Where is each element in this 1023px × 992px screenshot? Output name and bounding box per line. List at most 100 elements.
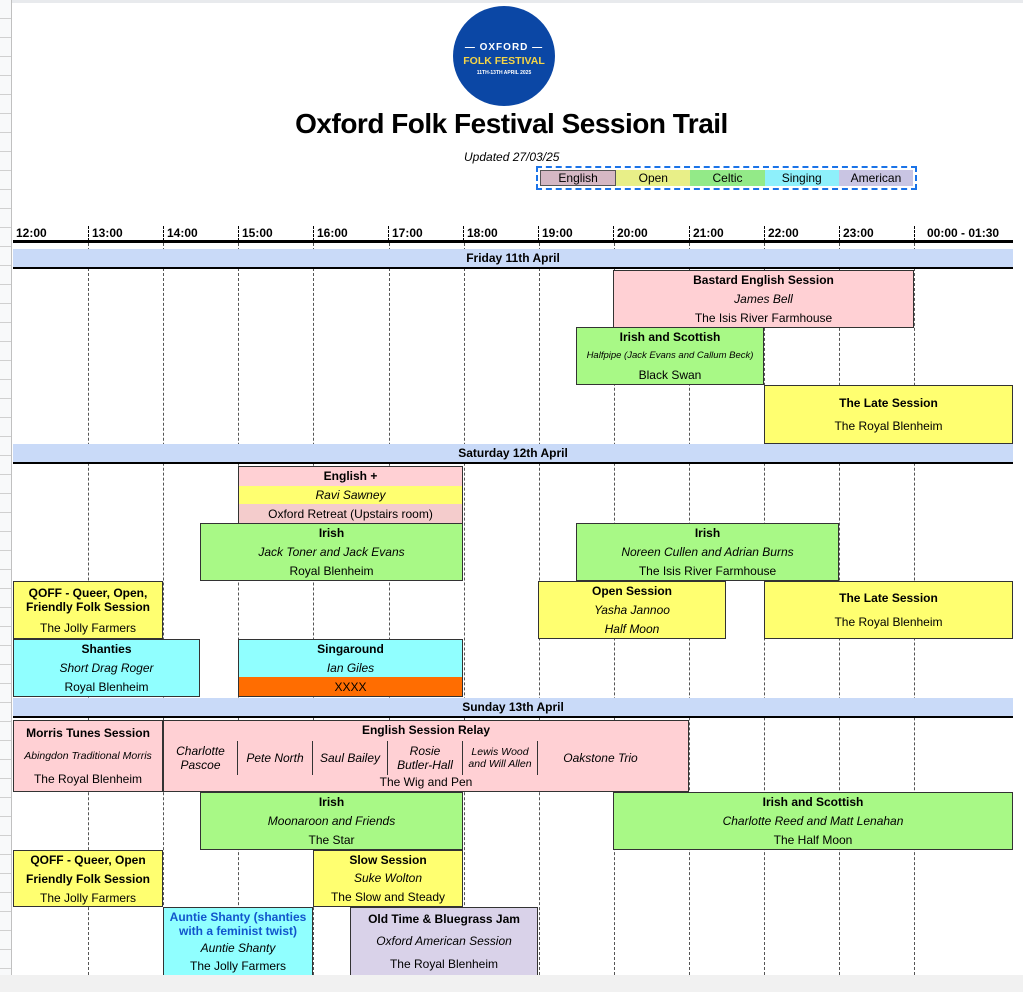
relay-performer: Oakstone Trio [563, 751, 638, 765]
session-title: English + [239, 467, 462, 486]
session-venue: The Royal Blenheim [389, 956, 499, 971]
hour-gridline [163, 243, 164, 975]
session-host: Charlotte Reed and Matt Lenahan [722, 813, 904, 828]
session-venue: The Royal Blenheim [834, 614, 943, 629]
festival-logo: — OXFORD — FOLK FESTIVAL 11TH-13TH APRIL… [453, 6, 555, 106]
session-venue: The Jolly Farmers [39, 620, 137, 635]
hour-label: 17:00 [388, 226, 423, 241]
session-title: Auntie Shanty (shanties with a feminist … [169, 909, 307, 938]
session-host: Jack Toner and Jack Evans [258, 544, 405, 559]
hour-label: 20:00 [613, 226, 648, 241]
session-title: QOFF - Queer, Open Friendly Folk Session [25, 853, 151, 886]
logo-line: — OXFORD — [464, 42, 544, 53]
page-title: Oxford Folk Festival Session Trail [295, 108, 728, 139]
session-block[interactable]: Singaround Ian Giles XXXX [238, 639, 463, 697]
session-title: Slow Session [349, 853, 427, 868]
logo-line: 11TH-13TH APRIL 2025 [476, 70, 532, 76]
hour-label: 14:00 [163, 226, 198, 241]
session-host: Moonaroon and Friends [267, 813, 396, 828]
hour-label: 13:00 [88, 226, 123, 241]
updated-date: Updated 27/03/25 [464, 150, 560, 164]
day-header-friday: Friday 11th April [13, 249, 1013, 269]
session-venue: Royal Blenheim [289, 563, 374, 578]
session-title: Old Time & Bluegrass Jam [368, 912, 520, 927]
legend[interactable]: English Open Celtic Singing American [536, 166, 917, 190]
session-title: Open Session [591, 584, 673, 599]
hour-label: 22:00 [764, 226, 799, 241]
hour-gridline [464, 243, 465, 975]
logo-line: FOLK FESTIVAL [463, 55, 545, 67]
session-title: Morris Tunes Session [26, 725, 150, 740]
session-block[interactable]: Auntie Shanty (shanties with a feminist … [163, 907, 313, 975]
session-host: Short Drag Roger [59, 660, 154, 675]
session-title: QOFF - Queer, Open, Friendly Folk Sessio… [25, 585, 151, 614]
session-title: Shanties [81, 642, 132, 657]
legend-english[interactable]: English [540, 170, 617, 186]
day-header-saturday: Saturday 12th April [13, 444, 1013, 464]
session-host: Noreen Cullen and Adrian Burns [621, 544, 794, 559]
hour-label: 16:00 [313, 226, 348, 241]
session-host: Ravi Sawney [239, 485, 462, 505]
hour-gridline [238, 243, 239, 975]
session-venue: The Star [308, 832, 355, 847]
session-venue: XXXX [239, 677, 462, 697]
session-block[interactable]: English + Ravi Sawney Oxford Retreat (Up… [238, 466, 463, 524]
session-venue: The Jolly Farmers [189, 959, 287, 974]
hour-label: 00:00 - 01:30 [914, 226, 999, 241]
hour-label: 12:00 [16, 226, 47, 240]
session-venue: Oxford Retreat (Upstairs room) [239, 504, 462, 524]
sheet-bottom-bar [0, 975, 1023, 992]
session-title: Singaround [317, 642, 384, 657]
session-host: James Bell [734, 291, 793, 306]
hour-label: 23:00 [839, 226, 874, 241]
legend-celtic[interactable]: Celtic [690, 170, 765, 186]
session-host: Abingdon Traditional Morris [24, 749, 152, 762]
session-venue: The Isis River Farmhouse [638, 563, 777, 578]
session-title: Irish and Scottish [762, 795, 864, 810]
session-block[interactable]: QOFF - Queer, Open, Friendly Folk Sessio… [13, 581, 163, 639]
hour-label: 21:00 [689, 226, 724, 241]
row-header-gutter [0, 0, 12, 975]
session-host: Halfpipe (Jack Evans and Callum Beck) [586, 349, 754, 361]
hour-gridline [313, 243, 314, 975]
relay-performer: Lewis Wood and Will Allen [463, 741, 538, 775]
session-host: Oxford American Session [376, 934, 512, 949]
session-title: Irish [318, 795, 345, 810]
hour-gridline [389, 243, 390, 975]
session-title: English Session Relay [361, 723, 491, 737]
session-venue: The Isis River Farmhouse [694, 310, 833, 325]
session-venue: The Half Moon [773, 832, 853, 847]
session-title: Irish [318, 526, 345, 541]
session-block[interactable]: QOFF - Queer, Open Friendly Folk Session… [13, 850, 163, 907]
session-title: Irish [694, 526, 721, 541]
session-host: Yasha Jannoo [594, 602, 670, 617]
relay-performer: Pete North [238, 741, 313, 775]
day-header-sunday: Sunday 13th April [13, 698, 1013, 718]
hour-label: 19:00 [538, 226, 573, 241]
session-venue: The Jolly Farmers [39, 891, 137, 905]
hour-header: 12:00 13:00 14:00 15:00 16:00 17:00 18:0… [13, 226, 1013, 243]
session-title: The Late Session [839, 395, 938, 410]
relay-performer: Charlotte Pascoe [164, 741, 238, 775]
legend-american[interactable]: American [838, 170, 914, 186]
session-venue: Half Moon [604, 621, 660, 636]
relay-performer: Rosie Butler-Hall [388, 741, 463, 775]
session-venue: The Royal Blenheim [33, 772, 143, 787]
legend-open[interactable]: Open [616, 170, 691, 186]
session-venue: The Wig and Pen [379, 775, 473, 789]
legend-singing[interactable]: Singing [764, 170, 839, 186]
